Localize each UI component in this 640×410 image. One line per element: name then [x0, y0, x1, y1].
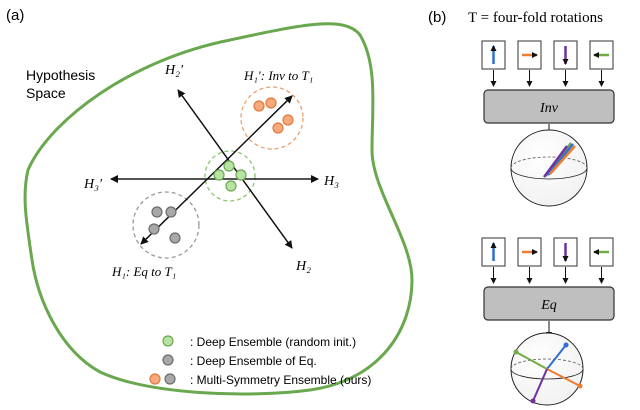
gray-dot: [151, 206, 163, 218]
inv-sphere: [510, 129, 588, 207]
eq-cluster-dots: [148, 206, 181, 244]
gray-dot: [169, 232, 181, 244]
axis-label-h2-prime: H₂′: [164, 63, 184, 78]
axis-label-h3-prime: H₃′: [83, 177, 103, 192]
legend: : Deep Ensemble (random init.) : Deep En…: [149, 335, 371, 387]
panel-b-label: (b): [428, 9, 446, 26]
cluster-eq-circle: [132, 191, 200, 259]
legend-gray-dot-2: [164, 373, 176, 385]
gray-dot: [148, 223, 160, 235]
inv-cluster-dots: [253, 97, 294, 134]
eq-sphere: [510, 332, 584, 406]
legend-text-2: : Deep Ensemble of Eq.: [190, 354, 317, 368]
inv-input-arrows: [490, 70, 605, 87]
panel-a-label: (a): [6, 7, 24, 24]
legend-text-3: : Multi-Symmetry Ensemble (ours): [190, 373, 371, 387]
orange-dot: [265, 97, 277, 109]
orange-dot: [253, 100, 265, 112]
cluster-inv-circle: [240, 86, 304, 150]
panel-b-title: T = four-fold rotations: [468, 10, 603, 26]
cluster-center-circle: [204, 150, 256, 202]
cluster-eq-label: H₁: Eq to T₁: [111, 264, 176, 279]
inv-block-label: Inv: [539, 101, 559, 116]
eq-input-arrows: [490, 267, 605, 284]
inv-input-tiles: [481, 40, 614, 70]
center-cluster-dots: [213, 160, 247, 192]
legend-orange-dot: [149, 373, 161, 385]
hypothesis-space-outline: [23, 22, 414, 396]
green-dot: [235, 169, 247, 181]
green-dot: [213, 169, 225, 181]
axis-label-h3: H₃: [323, 174, 339, 189]
eq-block: [483, 286, 615, 321]
gray-dot: [165, 206, 177, 218]
green-dot: [223, 160, 235, 172]
hypothesis-label-line1: Hypothesis: [26, 67, 95, 83]
inv-block: [483, 89, 615, 124]
legend-green-dot: [162, 335, 174, 347]
axis-h2-prime: [177, 89, 293, 249]
legend-text-1: : Deep Ensemble (random init.): [190, 335, 356, 349]
eq-input-tiles: [481, 237, 614, 267]
green-dot: [225, 180, 237, 192]
orange-dot: [282, 114, 294, 126]
hypothesis-label-line2: Space: [26, 85, 66, 101]
axis-label-h2: H₂: [295, 259, 311, 274]
eq-block-label: Eq: [540, 298, 557, 313]
orange-dot: [272, 122, 284, 134]
cluster-inv-label: H₁′: Inv to T₁: [243, 68, 313, 83]
legend-gray-dot: [162, 354, 174, 366]
